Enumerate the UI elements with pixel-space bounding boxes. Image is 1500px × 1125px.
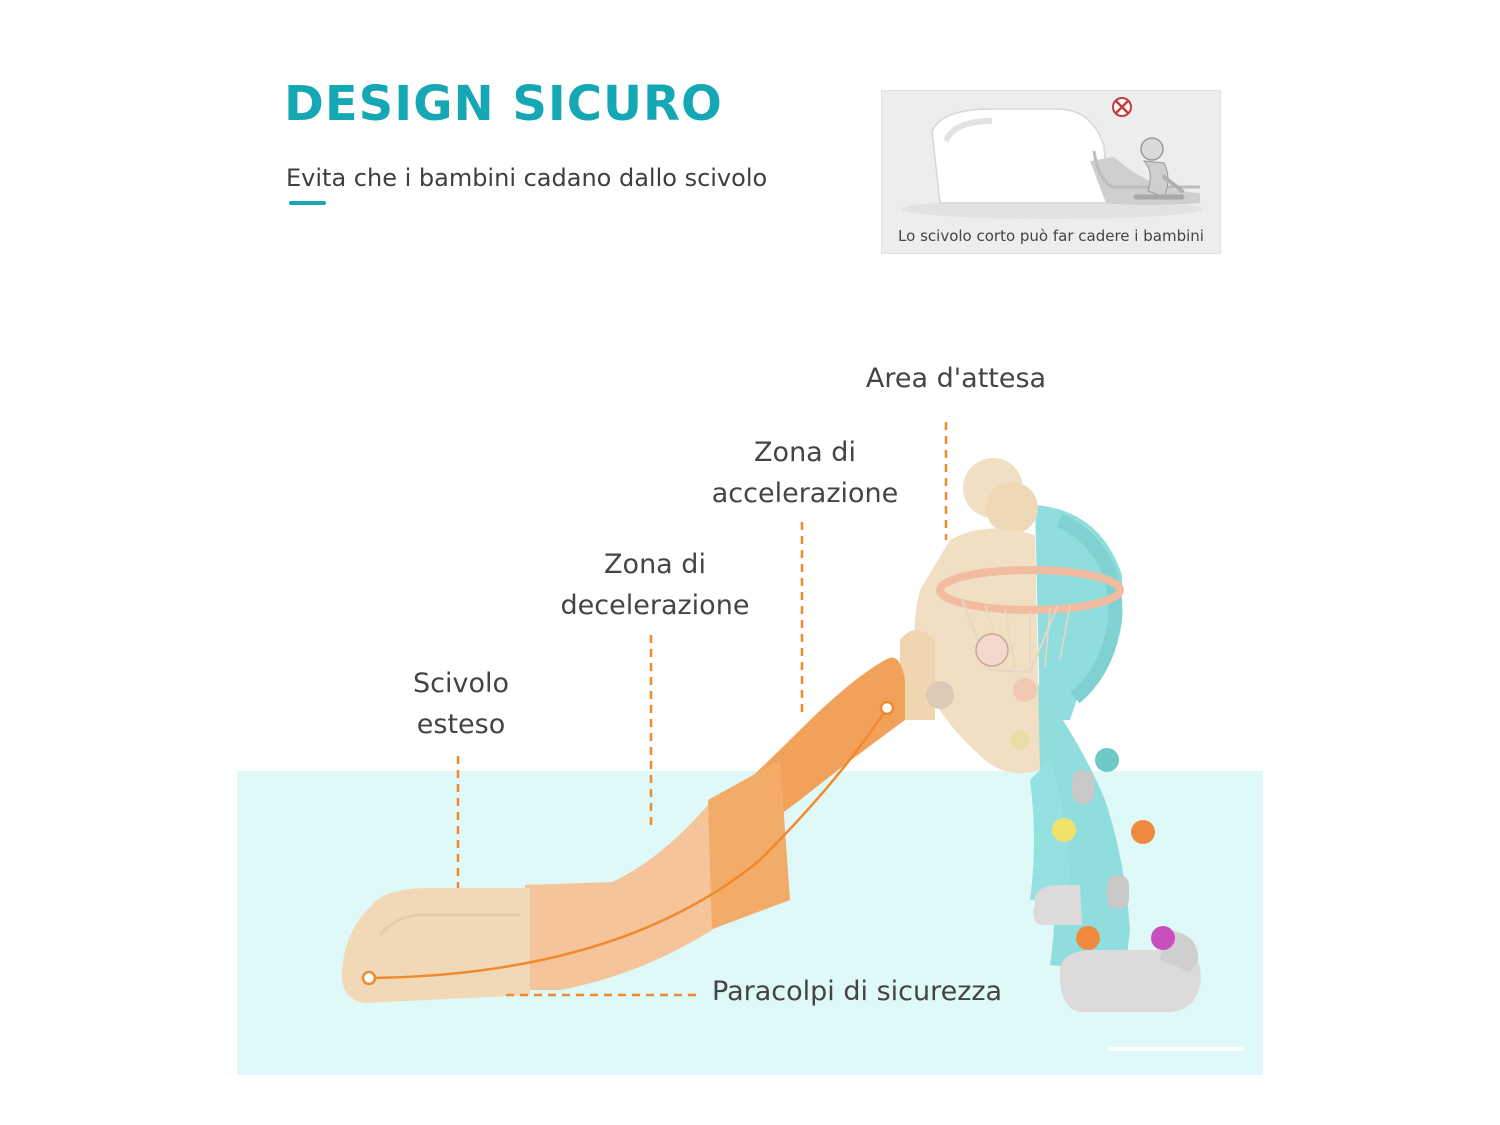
no-entry-icon	[1112, 97, 1132, 117]
inset-caption: Lo scivolo corto può far cadere i bambin…	[898, 227, 1204, 245]
subtitle-underline	[289, 201, 326, 205]
page-subtitle: Evita che i bambini cadano dallo scivolo	[286, 164, 768, 192]
leader-lines	[456, 422, 948, 997]
slide-frame	[1030, 505, 1201, 1012]
floor-highlight	[1108, 1047, 1244, 1051]
label-waiting-area: Area d'attesa	[865, 363, 1047, 394]
short-slide-illustration	[902, 97, 1202, 219]
label-extended-slide: Scivolo esteso	[412, 668, 509, 740]
short-slide-inset: Lo scivolo corto può far cadere i bambin…	[881, 90, 1221, 254]
slide-tower	[900, 458, 1124, 774]
slide-chute	[341, 657, 905, 1003]
page-title: DESIGN SICURO	[284, 76, 723, 132]
label-deceleration-zone: Zona di decelerazione	[560, 549, 750, 621]
label-acceleration-zone: Zona di accelerazione	[711, 437, 899, 509]
label-safety-bumper: Paracolpi di sicurezza	[712, 976, 1003, 1007]
